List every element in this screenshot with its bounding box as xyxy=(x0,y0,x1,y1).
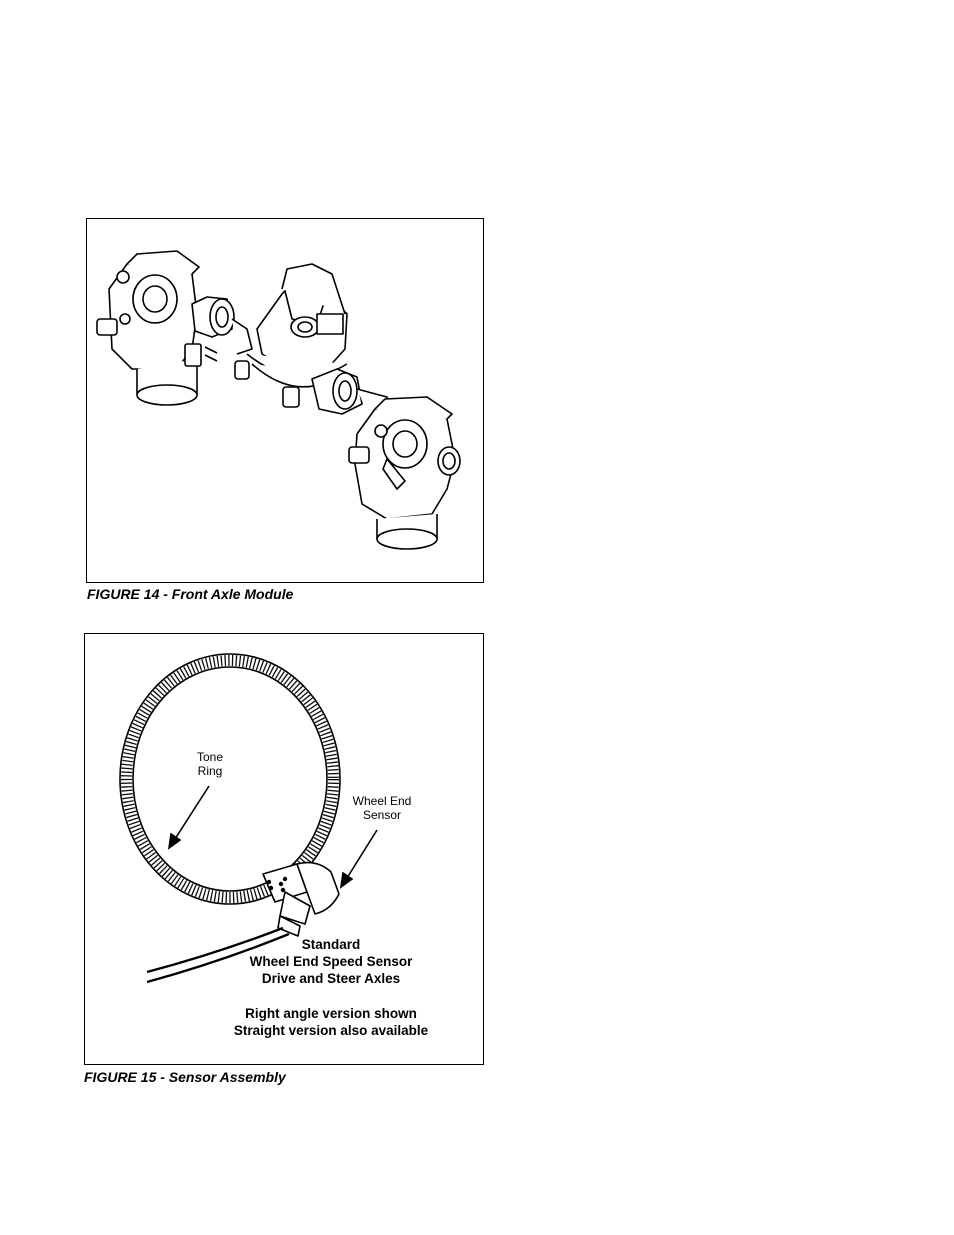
sensor-description: Standard Wheel End Speed Sensor Drive an… xyxy=(249,937,413,986)
front-axle-module-illustration xyxy=(96,250,461,550)
figure-15-caption: FIGURE 15 - Sensor Assembly xyxy=(84,1069,286,1085)
figure-14-caption: FIGURE 14 - Front Axle Module xyxy=(87,586,294,602)
tone-ring-label: Tone Ring xyxy=(196,750,224,778)
version-note: Right angle version shown Straight versi… xyxy=(233,1006,429,1038)
sensor-assembly-illustration xyxy=(119,653,378,984)
figure-15-frame: Tone Ring Wheel End Sensor Standard Whee… xyxy=(84,633,484,1065)
wheel-end-sensor-graphic xyxy=(262,861,340,937)
tone-ring-graphic xyxy=(119,653,341,905)
wheel-end-sensor-label: Wheel End Sensor xyxy=(352,794,412,822)
figure-14-frame xyxy=(86,218,484,583)
